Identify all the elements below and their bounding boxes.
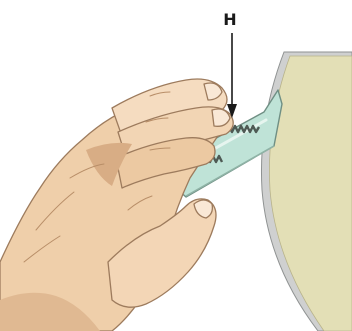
callout-label: H	[223, 10, 236, 29]
hand-illustration	[0, 79, 233, 331]
surface-face	[269, 56, 352, 331]
